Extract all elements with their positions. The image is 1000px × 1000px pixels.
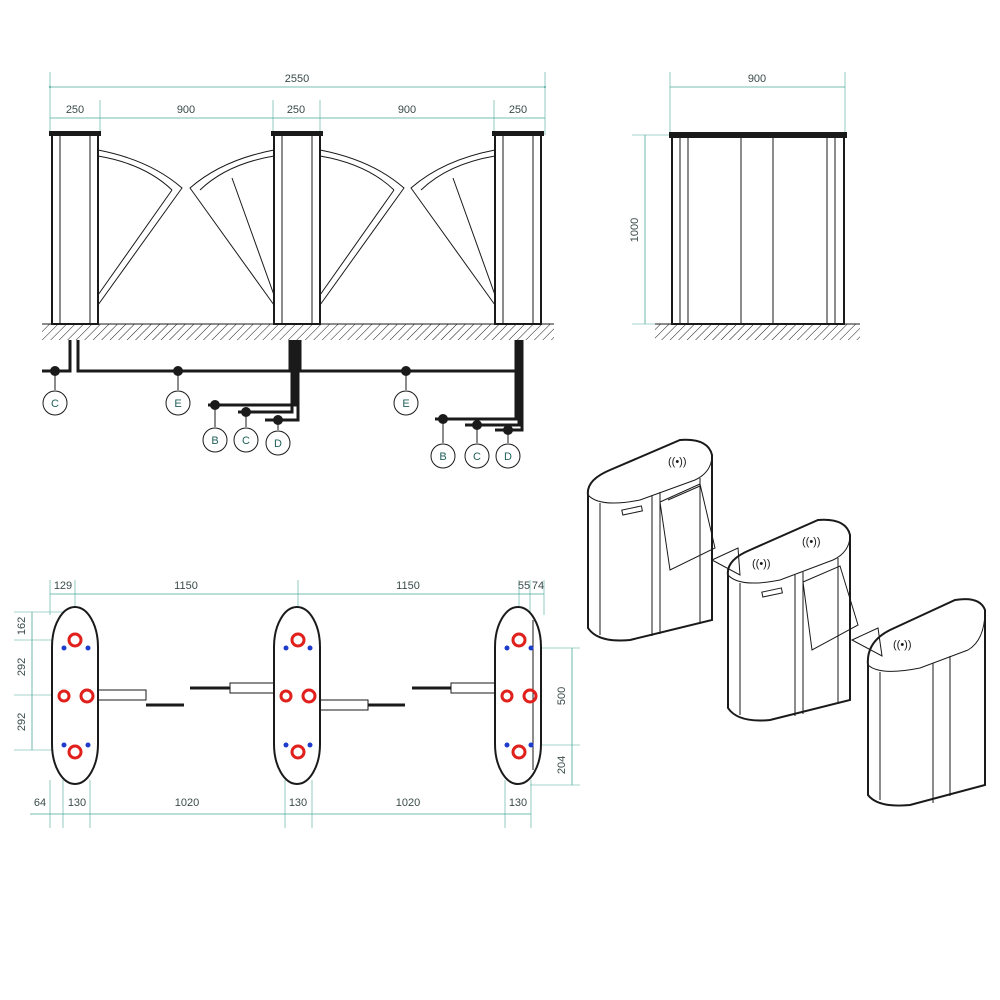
floor-hatch-front: [42, 324, 554, 340]
rfid-symbol-4: ((•)): [893, 639, 912, 651]
dim-plan-130-a: 130: [68, 797, 86, 809]
cabinet-middle: [271, 131, 323, 325]
flap-wing-4: [410, 149, 496, 306]
dim-plan-292-a: 292: [16, 658, 28, 676]
plan-cabinet-right: [412, 606, 542, 785]
anchor-red-2: [57, 689, 71, 703]
dim-total-width: 2550: [285, 73, 309, 85]
flap-wing-3: [319, 149, 405, 306]
dim-plan-1150-b: 1150: [396, 580, 420, 592]
anchor-bolts: [57, 632, 538, 760]
front-dimensions: 2550 250 900 250 900 250: [49, 72, 546, 135]
side-view: 900 1000: [629, 72, 860, 340]
anchor-blue-12: [528, 742, 534, 748]
anchor-red-10: [500, 689, 514, 703]
anchor-blue-6: [307, 645, 313, 651]
cabinet-right: [492, 131, 544, 325]
dim-plan-1020-b: 1020: [396, 797, 420, 809]
anchor-red-5: [290, 632, 306, 648]
anchor-red-6: [279, 689, 293, 703]
connection-b-right: B: [430, 414, 456, 469]
plan-cabinet-left: [51, 606, 184, 785]
dim-plan-74: 74: [532, 580, 544, 592]
anchor-red-12: [511, 744, 527, 760]
anchor-red-7: [301, 688, 317, 704]
plan-cabinet-middle: [190, 606, 405, 785]
anchor-red-1: [67, 632, 83, 648]
dim-plan-55: 55: [518, 580, 530, 592]
label-e-right: E: [402, 398, 409, 410]
connection-c-left: C: [42, 366, 68, 416]
side-cabinet: [669, 132, 847, 325]
dim-seg-4: 900: [398, 104, 416, 116]
dim-seg-5: 250: [509, 104, 527, 116]
connection-e-left: E: [165, 366, 191, 416]
connection-d-right: D: [495, 425, 521, 469]
dim-seg-2: 900: [177, 104, 195, 116]
dim-plan-292-b: 292: [16, 713, 28, 731]
connection-c-mid: C: [233, 407, 259, 453]
anchor-blue-8: [307, 742, 313, 748]
plan-view: 129 1150 1150 55 74 162 292 292 500 204 …: [14, 580, 580, 828]
anchor-red-11: [522, 688, 538, 704]
label-b-mid: B: [211, 435, 218, 447]
connection-b-mid: B: [202, 400, 228, 453]
rfid-symbol-2: ((•)): [752, 558, 771, 570]
anchor-blue-4: [85, 742, 91, 748]
iso-unit-left: ((•)): [586, 438, 716, 642]
dim-plan-130-b: 130: [289, 797, 307, 809]
label-d-right: D: [504, 451, 512, 463]
anchor-blue-11: [504, 742, 510, 748]
anchor-red-4: [67, 744, 83, 760]
cabinet-left: [49, 131, 101, 325]
label-d-mid: D: [274, 438, 282, 450]
label-e-left: E: [174, 398, 181, 410]
iso-unit-middle: ((•)) ((•)): [710, 518, 859, 722]
dim-plan-64: 64: [34, 797, 46, 809]
isometric-view: ((•)) ((•)) ((•)) ((•)): [586, 438, 986, 807]
anchor-blue-7: [283, 742, 289, 748]
dim-plan-204: 204: [556, 756, 568, 774]
flap-wing-1: [97, 149, 183, 306]
dim-plan-500: 500: [556, 687, 568, 705]
anchor-blue-2: [85, 645, 91, 651]
dim-plan-129: 129: [54, 580, 72, 592]
anchor-blue-1: [61, 645, 67, 651]
label-b-right: B: [439, 451, 446, 463]
rfid-symbol-1: ((•)): [668, 456, 687, 468]
front-view: 2550 250 900 250 900 250: [42, 72, 554, 469]
label-c-mid: C: [242, 435, 250, 447]
dim-plan-1150-a: 1150: [174, 580, 198, 592]
dim-seg-1: 250: [66, 104, 84, 116]
dim-side-height: 1000: [629, 218, 641, 242]
anchor-blue-10: [528, 645, 534, 651]
iso-unit-right: ((•)): [850, 598, 986, 807]
connection-c-right: C: [464, 420, 490, 469]
rfid-symbol-3: ((•)): [802, 536, 821, 548]
cable-routing: [42, 340, 524, 432]
anchor-red-9: [511, 632, 527, 648]
anchor-red-3: [79, 688, 95, 704]
dim-plan-1020-a: 1020: [175, 797, 199, 809]
label-c-left: C: [51, 398, 59, 410]
label-c-right: C: [473, 451, 481, 463]
anchor-blue-5: [283, 645, 289, 651]
dim-plan-130-c: 130: [509, 797, 527, 809]
connection-e-right: E: [393, 366, 419, 416]
connection-d-mid: D: [265, 415, 291, 456]
anchor-blue-3: [61, 742, 67, 748]
dim-plan-162: 162: [16, 617, 28, 635]
anchor-red-8: [290, 744, 306, 760]
dim-seg-3: 250: [287, 104, 305, 116]
anchor-blue-9: [504, 645, 510, 651]
flap-wing-2: [189, 149, 275, 306]
dim-side-width: 900: [748, 73, 766, 85]
floor-hatch-side: [655, 324, 860, 340]
